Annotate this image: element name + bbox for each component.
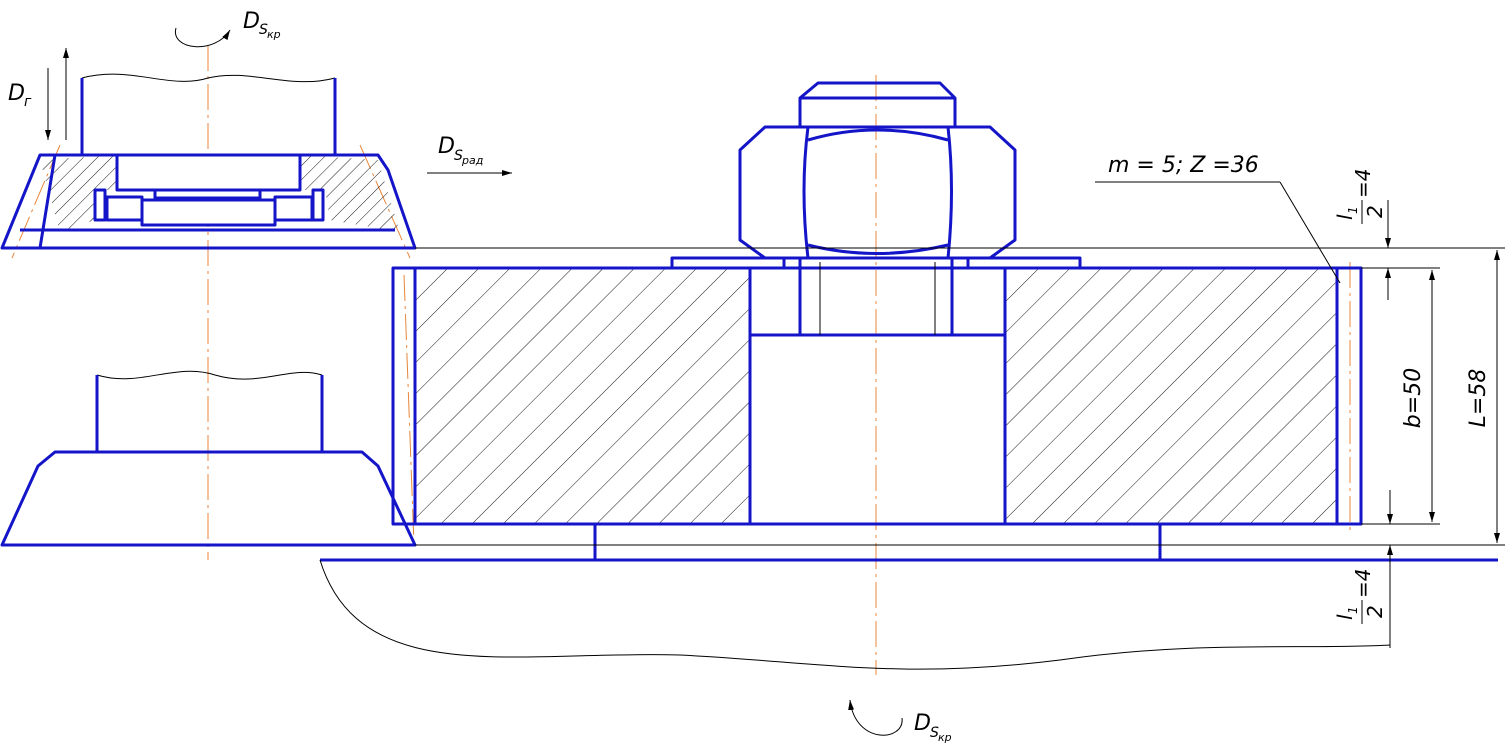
feed-rotation-top-s: S [259, 22, 268, 38]
feed-rotation-bottom-label: D S кр [914, 711, 952, 744]
dim-l1-bot-num: l [1333, 614, 1357, 620]
feed-radial-label: D S рад [438, 134, 483, 167]
feed-vertical-g: г [24, 94, 32, 110]
top-left-cutter-section [0, 73, 417, 250]
feed-rotation-top-kr: кр [267, 28, 281, 41]
dim-l1-half-bottom: l 1 2 =4 [1333, 569, 1387, 624]
feed-radial-d: D [438, 134, 455, 159]
gear-params-label: m = 5; Z =36 [1108, 153, 1259, 178]
dim-L-label: L=58 [1466, 369, 1491, 428]
dim-l1-top-num-sub: 1 [1346, 206, 1360, 214]
dim-b-label: b=50 [1401, 368, 1426, 428]
dim-l1-half-top: l 1 2 =4 [1333, 169, 1387, 224]
dim-l1-bot-den: 2 [1363, 605, 1387, 618]
dim-l1-bot-val: =4 [1351, 569, 1375, 598]
dim-l1-top-den: 2 [1363, 205, 1387, 218]
feed-rotation-bottom-d: D [914, 711, 931, 736]
feed-radial-rad: рад [461, 154, 483, 167]
feed-rotation-bottom-kr: кр [938, 731, 952, 744]
feed-rotation-top-label: D S кр [243, 9, 281, 41]
machine-table [319, 524, 1498, 670]
washers [670, 256, 1082, 270]
dim-l1-top-val: =4 [1351, 169, 1375, 198]
feed-radial-s: S [454, 148, 463, 164]
feed-vertical-d: D [8, 81, 25, 106]
feed-rotation-top-d: D [243, 9, 260, 34]
dim-l1-bot-num-sub: 1 [1346, 606, 1360, 614]
gear-blank-section [391, 258, 1363, 526]
hex-nut [738, 81, 1017, 260]
extension-lines [415, 247, 1505, 546]
dimension-lines [45, 27, 1500, 736]
feed-rotation-bottom-s: S [930, 725, 939, 741]
dim-l1-top-num: l [1333, 214, 1357, 220]
feed-vertical-label: D г [8, 81, 32, 110]
